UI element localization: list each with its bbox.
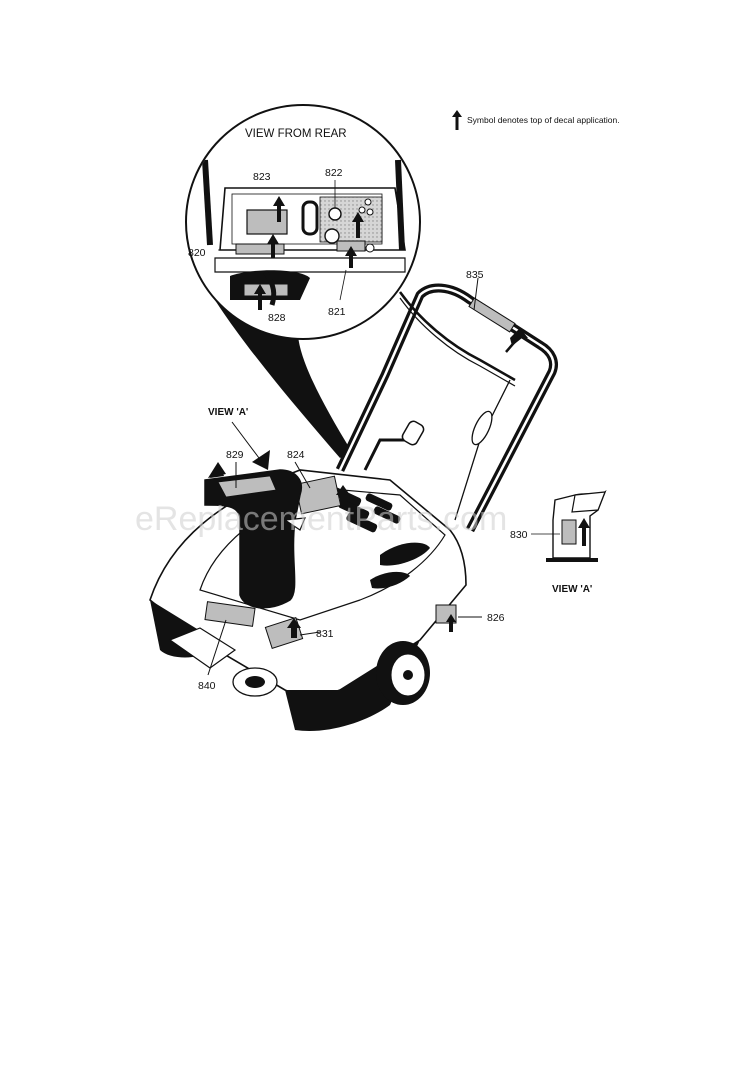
- snow-blower-illustration: [149, 272, 558, 731]
- legend: Symbol denotes top of decal application.: [452, 110, 620, 130]
- view-a-label: VIEW 'A': [208, 407, 248, 418]
- discharge-chute: [204, 469, 302, 609]
- callout-831: 831: [316, 628, 334, 640]
- decal-820: [235, 243, 285, 255]
- callout-826: 826: [487, 612, 505, 624]
- callout-829: 829: [226, 449, 244, 461]
- decal-830: [561, 519, 577, 545]
- inset-title: VIEW FROM REAR: [245, 128, 347, 140]
- decal-829: [217, 475, 277, 498]
- inset-view-from-rear: [185, 104, 421, 340]
- decal-828: [243, 283, 289, 297]
- callout-821: 821: [328, 306, 346, 318]
- decal-835: [468, 297, 516, 333]
- callout-830: 830: [510, 529, 528, 541]
- callout-840: 840: [198, 680, 216, 692]
- view-a-indicator: [252, 450, 270, 470]
- legend-text: Symbol denotes top of decal application.: [467, 115, 620, 125]
- callout-828: 828: [268, 312, 286, 324]
- callout-835: 835: [466, 269, 484, 281]
- callout-820: 820: [188, 247, 206, 259]
- callout-823: 823: [253, 171, 271, 183]
- decal-840: [204, 601, 256, 627]
- callout-822: 822: [325, 167, 343, 179]
- up-arrow-icon: [452, 110, 462, 130]
- leader-lines: [207, 277, 482, 676]
- side-view-label: VIEW 'A': [552, 584, 592, 595]
- watermark: eReplacementParts.com: [135, 500, 507, 538]
- side-view-a: [531, 489, 607, 562]
- callout-824: 824: [287, 449, 305, 461]
